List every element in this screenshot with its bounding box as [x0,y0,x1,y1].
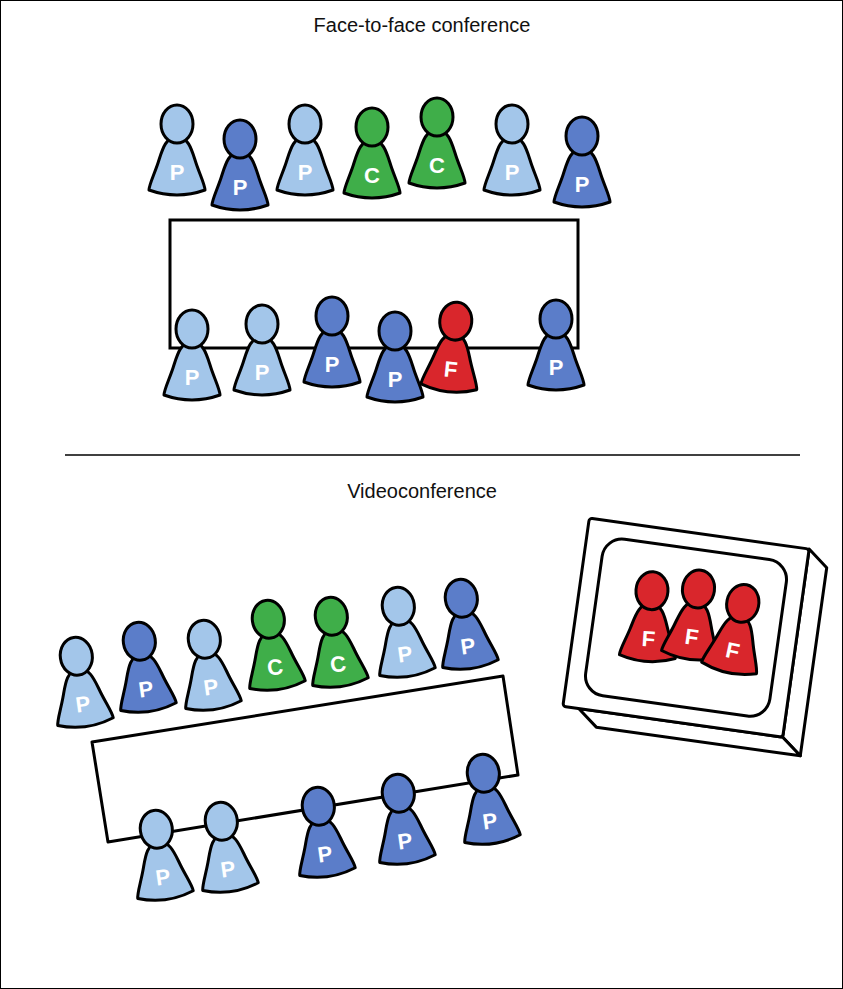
role-letter: P [275,161,335,185]
person-outline [44,631,117,733]
person-outline [451,748,524,850]
person-figure: C [407,96,467,191]
person-head [138,808,175,850]
person-head [313,595,350,637]
person-figure: P [482,103,542,198]
person-figure: P [366,581,439,683]
person-outline [366,768,439,870]
person-head [161,105,193,143]
person-figure: P [365,310,425,405]
person-head [635,571,670,611]
person-figure: P [366,768,439,870]
person-outline [286,781,359,883]
person-head [540,300,572,338]
person-figure: P [189,796,262,898]
person-figure: P [107,616,180,718]
person-figure: P [147,103,207,198]
person-head [176,310,208,348]
person-figure: P [124,804,197,906]
person-outline [429,573,502,675]
person-head [316,297,348,335]
person-head [443,577,480,619]
person-head [246,305,278,343]
person-head [723,581,762,625]
person-outline [124,804,197,906]
role-letter: P [232,361,292,385]
role-letter: P [302,353,362,377]
role-letter: C [342,164,402,188]
person-figure: P [429,573,502,675]
person-head [186,618,223,660]
person-head [289,105,321,143]
role-letter: P [147,161,207,185]
person-figure: C [342,106,402,201]
person-outline [107,616,180,718]
video-screen: FFF [556,512,833,760]
person-figure: P [232,303,292,398]
role-letter: P [526,356,586,380]
person-head [224,120,256,158]
person-head [379,312,411,350]
role-letter: P [162,366,222,390]
person-figure: P [302,295,362,390]
table [170,220,578,348]
person-outline [172,614,245,716]
person-head [121,620,158,662]
person-figure: C [236,594,309,696]
person-head [566,117,598,155]
role-letter: P [210,176,270,200]
person-head [203,800,240,842]
person-head [300,785,337,827]
person-head [380,772,417,814]
person-head [465,752,502,794]
screen-frame [563,518,809,737]
person-figure: F [418,297,488,398]
person-figure: P [526,298,586,393]
person-figure: P [44,631,117,733]
person-figure: P [451,748,524,850]
person-figure: P [172,614,245,716]
screen-display [583,536,789,718]
role-letter: P [552,173,612,197]
role-letter: P [482,161,542,185]
person-head [438,301,474,342]
person-figure: P [286,781,359,883]
divider-line [65,454,800,456]
role-letter: P [365,368,425,392]
person-head [250,598,287,640]
person-head [680,568,717,610]
person-figure: P [162,308,222,403]
person-head [356,108,388,146]
person-figure: P [275,103,335,198]
person-outline [236,594,309,696]
section-heading: Face-to-face conference [314,14,531,37]
role-letter: C [407,154,467,178]
person-figure: C [299,591,372,693]
person-head [58,635,95,677]
person-outline [299,591,372,693]
person-outline [418,297,488,398]
person-outline [366,581,439,683]
person-head [380,585,417,627]
person-figure: P [210,118,270,213]
person-figure: P [552,115,612,210]
person-outline [189,796,262,898]
person-head [421,98,453,136]
section-heading: Videoconference [347,480,497,503]
person-head [496,105,528,143]
